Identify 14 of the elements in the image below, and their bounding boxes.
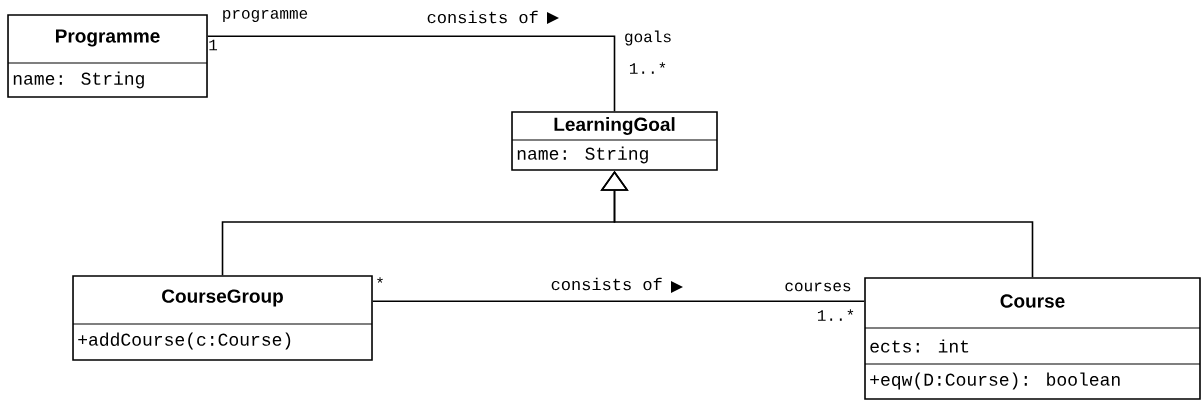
- multiplicity-label: 1..*: [817, 309, 854, 321]
- multiplicity-label: programme: [223, 10, 308, 22]
- edge-label: consists of: [427, 10, 538, 24]
- class-box: Course ects: int +eqw(D:Course): boolean: [864, 277, 1201, 400]
- connector: [372, 300, 865, 302]
- class-box: Programme name: String: [7, 14, 208, 98]
- class-box: LearningGoal name: String: [511, 111, 718, 171]
- multiplicity-label: 1..*: [629, 62, 666, 74]
- connector: [207, 35, 616, 112]
- multiplicity-label: goals: [625, 30, 671, 46]
- edge-label: consists of: [551, 277, 662, 291]
- class-box: CourseGroup +addCourse(c:Course): [72, 275, 373, 361]
- multiplicity-label: courses: [785, 282, 851, 292]
- multiplicity-label: 1: [209, 39, 218, 51]
